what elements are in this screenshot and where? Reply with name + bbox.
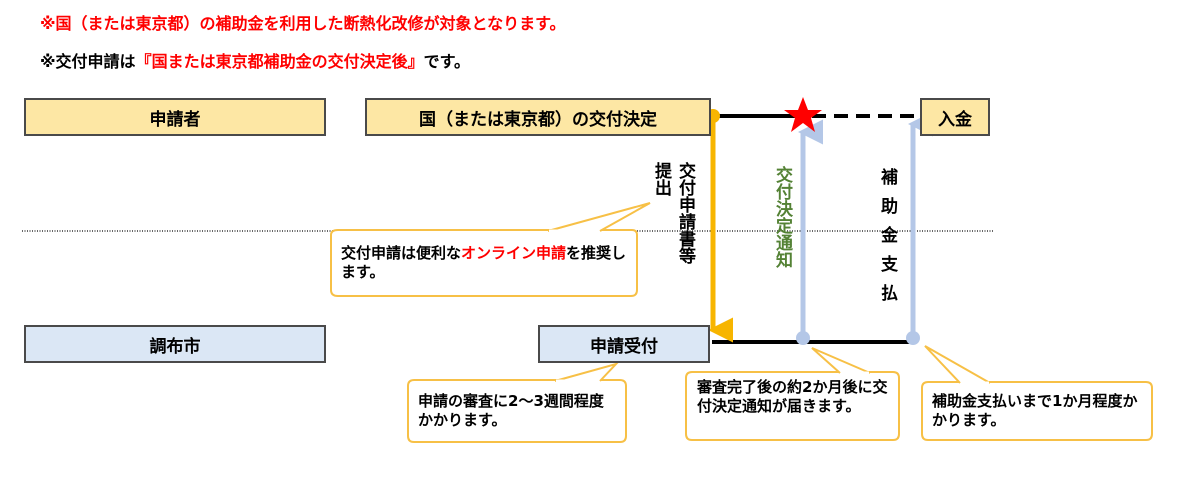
subsidy-payment-label: 補助金支払 [877,168,897,313]
submit-label-sub: 提出 [651,162,671,196]
payment-start-dot [906,331,920,345]
callout-online-text: 交付申請は便利なオンライン申請を推奨します。 [341,244,631,282]
callout-online-tail [547,202,651,232]
star-icon [784,97,822,132]
submit-label-main: 交付申請書等 [675,162,695,264]
callout-notice-tail [811,347,871,374]
callout-payment-tail [924,345,991,384]
note-timing-suffix: です。 [423,52,470,71]
note-timing-highlight: 『国または東京都補助金の交付決定後』 [135,52,424,71]
note-target: ※国（または東京都）の補助金を利用した断熱化改修が対象となります。 [40,14,566,33]
callout-notice-bubble [685,371,900,441]
decision-notice-label: 交付決定通知 [772,166,792,268]
callout-online-suffix: を推奨します。 [341,244,627,281]
callout-review-text: 申請の審査に2〜3週間程度かかります。 [418,392,604,429]
application-received-box: 申請受付 [538,325,710,363]
national-decision-box: 国（または東京都）の交付決定 [365,98,711,136]
notice-start-dot [796,331,810,345]
callout-online-prefix: 交付申請は便利な [341,244,462,262]
callout-review-tail [554,362,620,382]
callout-payment-bubble [921,381,1153,441]
callout-online-highlight: オンライン申請 [461,244,567,262]
applicant-box: 申請者 [24,98,326,136]
callout-online-bubble [330,229,638,297]
note-timing-prefix: ※交付申請は [40,52,136,71]
callout-review-bubble [407,379,627,443]
note-timing: ※交付申請は『国または東京都補助金の交付決定後』です。 [40,48,470,72]
callout-notice-text: 審査完了後の約2か月後に交付決定通知が届きます。 [697,378,888,415]
callout-payment-text: 補助金支払いまで1か月程度かかります。 [932,392,1138,429]
payment-received-box: 入金 [920,98,990,136]
city-box: 調布市 [24,325,326,363]
